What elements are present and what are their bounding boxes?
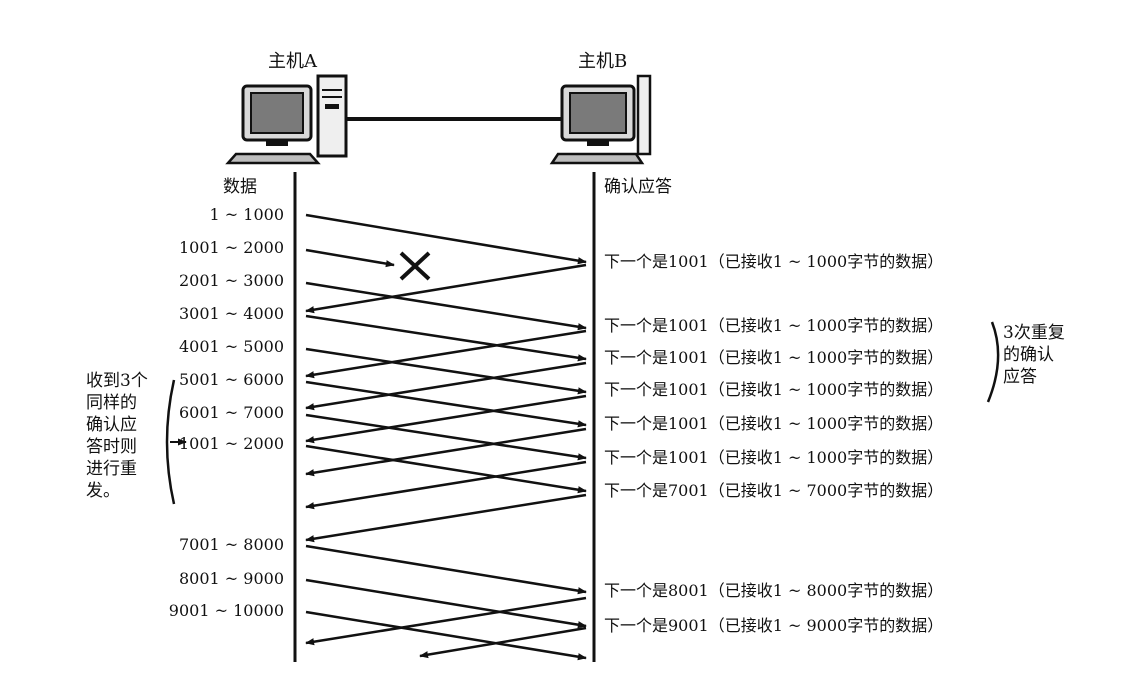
annotation-left-line: 同样的 (86, 393, 137, 413)
annotation-left-line: 确认应 (86, 415, 137, 435)
annotation-right-line: 3次重复 (1003, 323, 1065, 343)
left-bracket (165, 379, 176, 505)
right-bracket (986, 321, 1000, 403)
segment-arrow (305, 610, 587, 661)
host-a-computer-icon (225, 74, 348, 165)
annotation-right-line: 应答 (1003, 367, 1037, 387)
segment-label: 1001 ~ 2000 (178, 238, 284, 257)
ack-arrow (305, 493, 587, 543)
ack-label: 下一个是1001（已接收1 ~ 1000字节的数据） (604, 316, 944, 335)
ack-arrow (305, 596, 587, 646)
segment-label: 6001 ~ 7000 (178, 403, 284, 422)
annotation-right: 3次重复 的确认 应答 (1003, 322, 1065, 388)
host-a-title: 主机A (268, 51, 317, 72)
segment-arrow (305, 413, 587, 461)
segment-label: 1 ~ 1000 (209, 205, 284, 224)
annotation-left-line: 发。 (86, 481, 120, 501)
ack-label: 下一个是1001（已接收1 ~ 1000字节的数据） (604, 348, 944, 367)
annotation-left-line: 收到3个 (86, 371, 148, 391)
ack-label: 下一个是1001（已接收1 ~ 1000字节的数据） (604, 448, 944, 467)
annotation-left-line: 进行重 (86, 459, 137, 479)
column-label-ack: 确认应答 (604, 177, 672, 197)
segment-arrow (305, 380, 587, 428)
ack-arrow (305, 329, 587, 379)
segment-label: 4001 ~ 5000 (178, 337, 284, 356)
segment-arrow (305, 347, 587, 395)
ack-label: 下一个是8001（已接收1 ~ 8000字节的数据） (604, 581, 944, 600)
segment-label: 3001 ~ 4000 (178, 304, 284, 323)
retransmitted-segment-label: 1001 ~ 2000 (178, 434, 284, 453)
column-label-data: 数据 (223, 177, 257, 197)
segment-arrow (305, 544, 587, 595)
cross-icon (399, 251, 431, 281)
segment-arrow (305, 213, 587, 265)
annotation-right-line: 的确认 (1003, 345, 1054, 365)
segment-arrow (305, 281, 587, 331)
host-b-title: 主机B (578, 51, 628, 72)
segment-label: 5001 ~ 6000 (178, 370, 284, 389)
ack-label: 下一个是1001（已接收1 ~ 1000字节的数据） (604, 380, 944, 399)
ack-arrow (305, 361, 587, 411)
ack-arrow (305, 460, 587, 510)
ack-arrow (305, 427, 587, 477)
ack-arrow (419, 626, 587, 659)
segment-label: 9001 ~ 10000 (168, 601, 284, 620)
segment-arrow (305, 578, 587, 629)
host-b-computer-icon (549, 74, 652, 165)
ack-arrow (305, 263, 587, 314)
ack-label: 下一个是1001（已接收1 ~ 1000字节的数据） (604, 414, 944, 433)
segment-label: 7001 ~ 8000 (178, 535, 284, 554)
lost-segment-arrow (305, 248, 395, 268)
annotation-left: 收到3个 同样的 确认应 答时则 进行重 发。 (86, 370, 148, 502)
ack-label: 下一个是9001（已接收1 ~ 9000字节的数据） (604, 616, 944, 635)
ack-label: 下一个是1001（已接收1 ~ 1000字节的数据） (604, 252, 944, 271)
segment-arrow (305, 314, 587, 362)
retransmitted-segment-arrow (305, 444, 587, 494)
ack-arrow (305, 394, 587, 444)
segment-label: 2001 ~ 3000 (178, 271, 284, 290)
annotation-left-line: 答时则 (86, 437, 137, 457)
ack-label: 下一个是7001（已接收1 ~ 7000字节的数据） (604, 481, 944, 500)
segment-label: 8001 ~ 9000 (178, 569, 284, 588)
